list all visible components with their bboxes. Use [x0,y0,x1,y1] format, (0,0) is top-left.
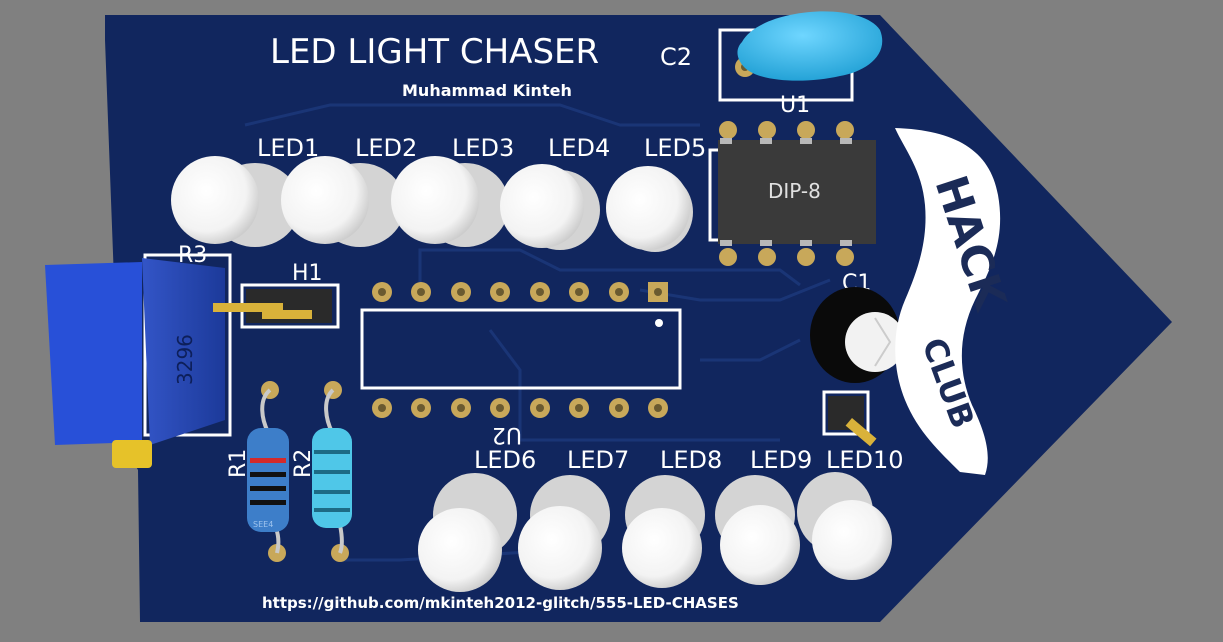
u1-package-label: DIP-8 [768,179,821,203]
c2-body [737,11,883,81]
led4 [500,164,600,250]
led7 [518,475,610,590]
led9 [715,475,800,585]
hack-club-banner [895,128,1001,475]
r3-adjust-screw [112,440,152,468]
led10 [797,472,892,580]
r3-silk [143,253,232,437]
u2-silk [360,308,682,390]
led4-label: LED4 [548,134,610,162]
led10-label: LED10 [826,446,904,474]
r1: SEE4 [247,381,289,562]
led1 [171,156,300,247]
top-leds [171,156,693,252]
r3-trimmer-body [142,258,225,445]
r1-marking: SEE4 [253,520,273,529]
led3-label: LED3 [452,134,514,162]
led6-label: LED6 [474,446,536,474]
r3-marking: 3296 [173,334,197,385]
u1-chip-body [718,140,876,244]
r2-label: R2 [291,449,316,478]
led5 [606,166,693,252]
board-author: Muhammad Kinteh [402,81,572,100]
jumper-right-silk [822,390,870,436]
u1-top-pins [719,121,854,266]
led2 [281,156,405,247]
led7-label: LED7 [567,446,629,474]
led9-label: LED9 [750,446,812,474]
board-title: LED LIGHT CHASER [270,32,599,72]
led3 [391,156,509,247]
bottom-leds [418,472,892,592]
h1-label: H1 [292,261,323,286]
u2-label: U2 [492,422,522,447]
c1-top [845,312,905,372]
led2-label: LED2 [355,134,417,162]
led6 [418,473,517,592]
copper-traces [244,103,831,562]
r2 [312,381,352,562]
c2-label: C2 [660,43,692,71]
led8 [622,475,705,588]
board-url: https://github.com/mkinteh2012-glitch/55… [262,594,739,612]
r1-label: R1 [226,449,251,478]
led5-label: LED5 [644,134,706,162]
u2-pin1-marker [655,319,663,327]
u1-label: U1 [780,93,810,118]
led1-label: LED1 [257,134,319,162]
r3-trimmer-side [45,262,142,445]
led8-label: LED8 [660,446,722,474]
